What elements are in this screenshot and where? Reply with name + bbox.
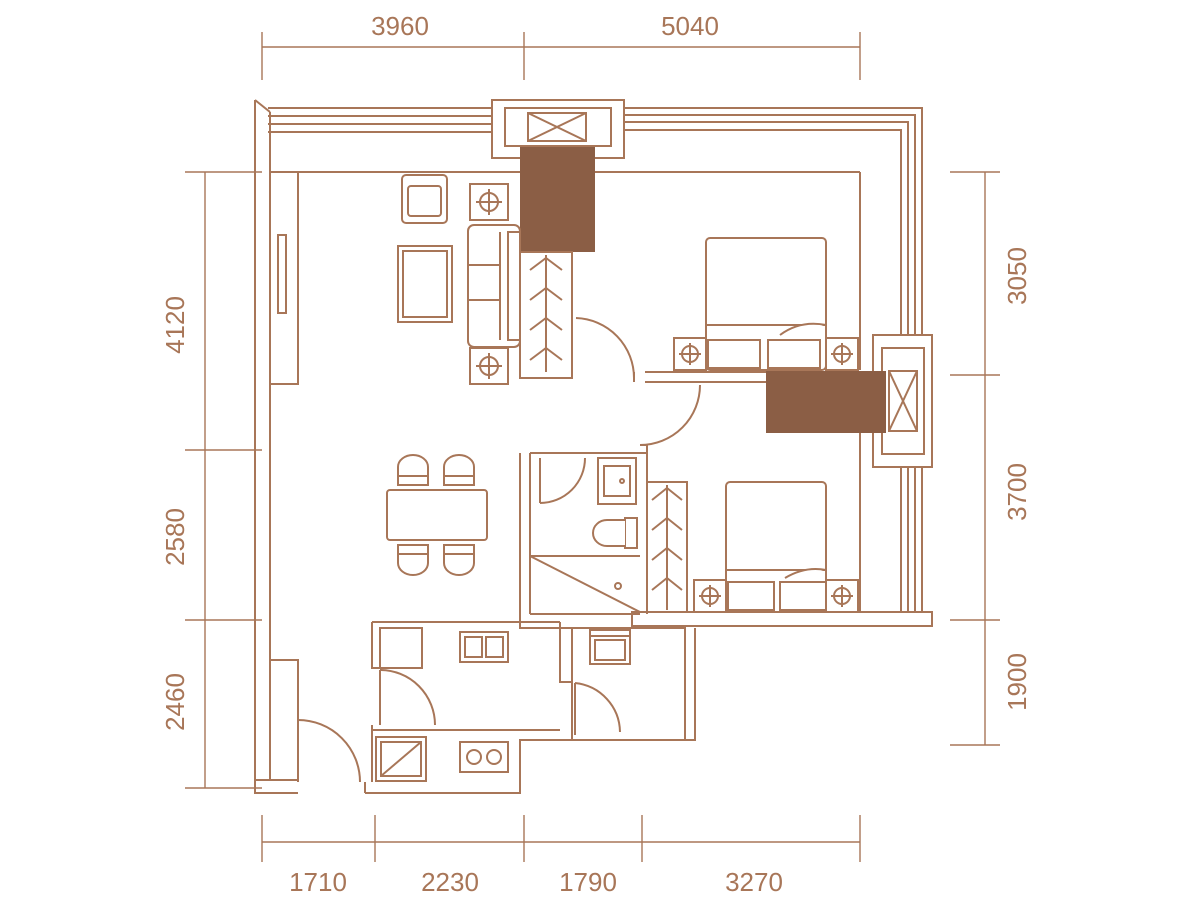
dim-bottom-2: 2230	[421, 867, 479, 897]
sofa	[467, 224, 521, 348]
wardrobe-bedroom-2	[646, 481, 688, 613]
dim-right-2: 3700	[1002, 463, 1032, 521]
dim-top-1: 3960	[371, 11, 429, 41]
dimension-lines	[185, 32, 1000, 862]
dim-top-2: 5040	[661, 11, 719, 41]
armchair	[401, 174, 448, 224]
dining-chairs	[397, 454, 475, 576]
side-table-lamp-2	[469, 347, 509, 385]
dim-left-2: 2580	[160, 508, 190, 566]
refrigerator	[375, 736, 427, 782]
dim-left-3: 2460	[160, 673, 190, 731]
dim-right-3: 1900	[1002, 653, 1032, 711]
wardrobe-master	[529, 255, 563, 372]
second-bed	[693, 481, 859, 613]
master-bed	[673, 237, 859, 371]
dim-left-1: 4120	[160, 296, 190, 354]
washing-machine	[589, 629, 631, 665]
right-shaft	[872, 334, 933, 468]
kitchen-stove	[459, 741, 509, 773]
dim-right-1: 3050	[1002, 247, 1032, 305]
dim-bottom-3: 1790	[559, 867, 617, 897]
structural-column-right	[766, 371, 886, 433]
coffee-table	[397, 245, 453, 323]
dining-table	[386, 489, 488, 541]
toilet	[592, 517, 638, 549]
walls	[254, 99, 933, 794]
top-shaft	[491, 99, 625, 159]
structural-column-top	[520, 147, 595, 252]
side-table-lamp-1	[469, 183, 509, 221]
bathroom-sink	[597, 457, 637, 505]
dim-bottom-1: 1710	[289, 867, 347, 897]
dim-bottom-4: 3270	[725, 867, 783, 897]
kitchen-counter-top	[379, 627, 509, 669]
